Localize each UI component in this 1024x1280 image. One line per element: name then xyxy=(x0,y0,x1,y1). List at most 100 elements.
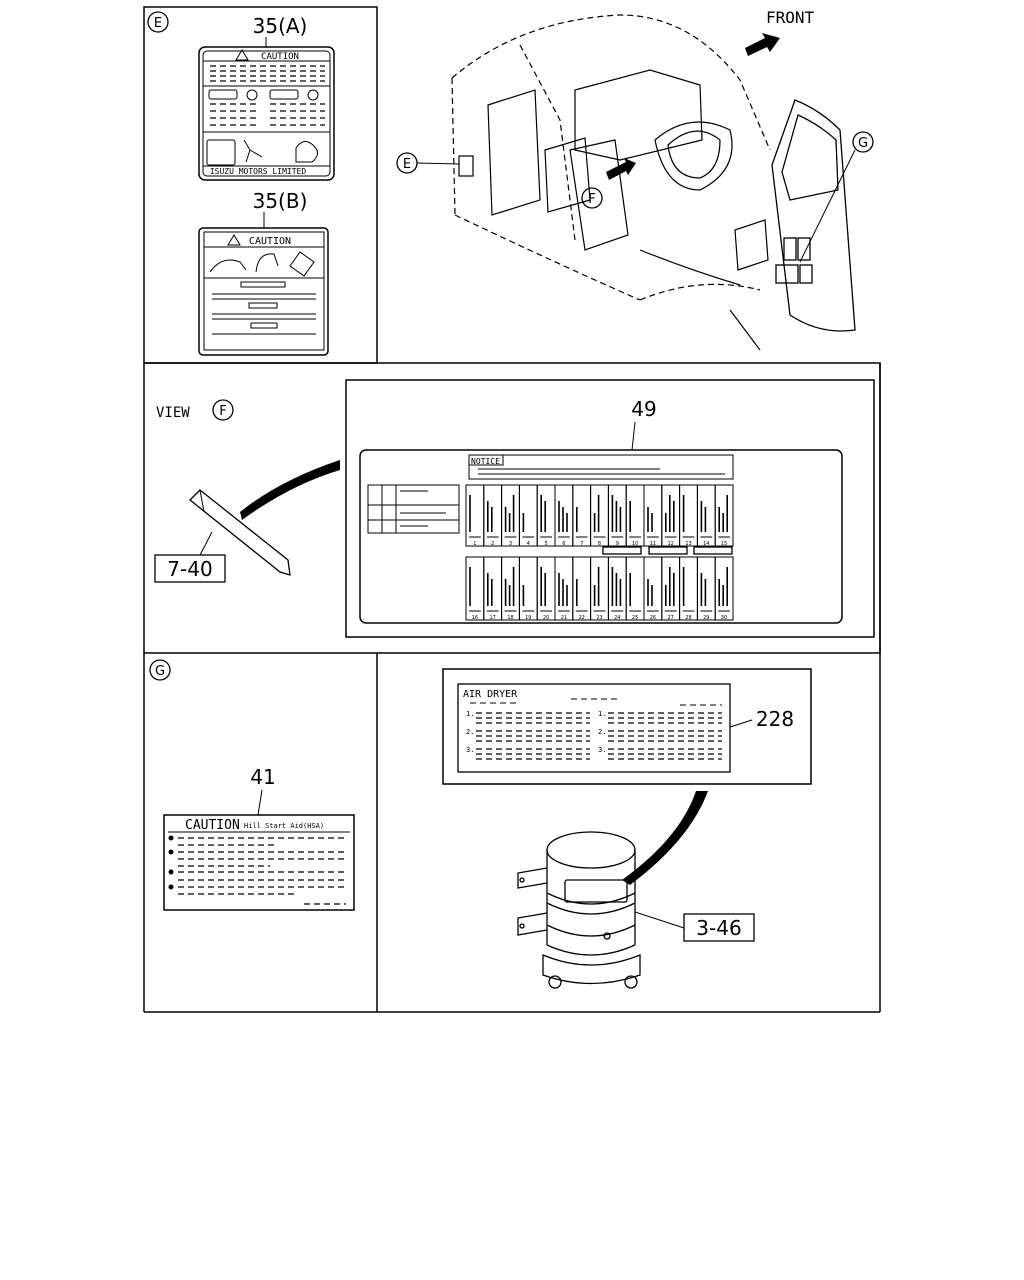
view-arrow-icon xyxy=(606,158,636,180)
label-49: 49 xyxy=(631,397,656,421)
fuse-slot: 8 xyxy=(590,484,609,547)
panel-g: G 41 CAUTION Hill Start Aid(HSA) xyxy=(149,659,355,911)
air-item-l2: 2. xyxy=(466,728,474,736)
front-label: FRONT xyxy=(766,8,815,27)
maker-text: ISUZU MOTORS LIMITED xyxy=(210,167,307,176)
fuse-number: 20 xyxy=(543,615,549,621)
fuse-number: 14 xyxy=(703,541,709,547)
fuse-number: 5 xyxy=(545,541,548,547)
marker-e: E xyxy=(403,157,411,172)
panel-g-marker: G xyxy=(155,664,165,679)
caution-a-text: CAUTION xyxy=(261,52,299,62)
fuse-slot: 30 xyxy=(714,556,734,621)
fuse-slot: 6 xyxy=(554,484,574,547)
warning-triangle-icon xyxy=(235,49,249,61)
cab-overview: FRONT xyxy=(396,8,874,351)
fuse-number: 28 xyxy=(685,615,691,621)
fuse-slot: 14 xyxy=(696,484,716,547)
air-dryer-label xyxy=(457,683,731,773)
fuse-number: 21 xyxy=(561,615,567,621)
fuse-slot: 19 xyxy=(518,556,538,621)
air-item-l1: 1. xyxy=(466,710,474,718)
caution-label-35a: CAUTION xyxy=(198,46,335,181)
part-label-7-40: 7-40 xyxy=(167,557,212,581)
fuse-number: 22 xyxy=(579,615,585,621)
marker-g: G xyxy=(858,136,868,151)
front-arrow-icon xyxy=(745,33,780,56)
pictogram-icon xyxy=(209,259,247,273)
fuse-slot: 16 xyxy=(465,556,485,621)
fuse-slot: 5 xyxy=(536,484,556,547)
pictogram-icon xyxy=(246,89,258,101)
panel-e-marker: E xyxy=(154,16,162,31)
fuse-number: 3 xyxy=(509,541,512,547)
fuse-slot: 29 xyxy=(696,556,716,621)
fuse-number: 6 xyxy=(562,541,565,547)
fuse-slot: 10 xyxy=(625,484,645,547)
label-228: 228 xyxy=(756,707,794,731)
fuse-row-bottom: 16 17 18 19 20 21 22 23 24 25 26 27 28 29 30 xyxy=(465,556,734,621)
fuse-slot: 21 xyxy=(554,556,574,621)
fuse-slot: 26 xyxy=(643,556,663,621)
fuse-number: 13 xyxy=(685,541,691,547)
fuse-slot: 24 xyxy=(607,556,627,621)
fuse-number: 17 xyxy=(490,615,496,621)
fuse-slot: 7 xyxy=(572,484,592,547)
air-dryer-title: AIR DRYER xyxy=(463,689,518,700)
hsa-caution-suffix: Hill Start Aid(HSA) xyxy=(244,822,324,830)
fuse-number: 26 xyxy=(650,615,656,621)
pictogram-icon xyxy=(243,139,263,163)
fuse-slot: 12 xyxy=(661,484,681,547)
marker-f: F xyxy=(588,192,595,207)
fuse-number: 4 xyxy=(527,541,530,547)
fuse-number: 24 xyxy=(614,615,620,621)
view-label: VIEW xyxy=(156,405,190,421)
air-dryer-cylinder xyxy=(517,831,641,989)
frame xyxy=(143,6,881,1013)
air-item-l3: 3. xyxy=(466,746,474,754)
panel-e: E 35(A) CAUTION xyxy=(147,11,335,356)
fuse-number: 10 xyxy=(632,541,638,547)
fuse-number: 30 xyxy=(721,615,727,621)
fuse-slot: 3 xyxy=(501,484,520,547)
fuse-number: 18 xyxy=(507,615,513,621)
air-item-r2: 2. xyxy=(598,728,606,736)
fuse-slot: 28 xyxy=(679,556,698,621)
fuse-number: 25 xyxy=(632,615,638,621)
label-35b: 35(B) xyxy=(253,189,308,213)
hsa-caution-text: CAUTION xyxy=(185,818,240,833)
trim-panel-shape xyxy=(189,489,291,576)
fuse-number: 23 xyxy=(596,615,602,621)
fuse-slot: 11 xyxy=(643,484,663,547)
fuse-slot: 2 xyxy=(483,484,503,547)
fuse-slot: 18 xyxy=(501,556,520,621)
panel-air-dryer: AIR DRYER 1. 2. 3. 1. 2. 3. xyxy=(442,668,812,989)
fuse-slot: 1 xyxy=(465,484,485,547)
fuse-number: 16 xyxy=(472,615,478,621)
fuse-slot: 25 xyxy=(625,556,645,621)
part-label-3-46: 3-46 xyxy=(696,916,741,940)
warning-triangle-icon xyxy=(227,234,241,246)
fuse-slot: 13 xyxy=(679,484,698,547)
fuse-slot: 9 xyxy=(607,484,627,547)
fuse-number: 1 xyxy=(473,541,476,547)
fuse-slot: 22 xyxy=(572,556,592,621)
fuse-number: 19 xyxy=(525,615,531,621)
pictogram-icon xyxy=(295,141,318,163)
fuse-slot: 15 xyxy=(714,484,734,547)
notice-text: NOTICE xyxy=(471,457,500,466)
fuse-slot: 20 xyxy=(536,556,556,621)
fuse-number: 29 xyxy=(703,615,709,621)
fuse-number: 27 xyxy=(668,615,674,621)
fuse-number: 8 xyxy=(598,541,601,547)
fuse-slot: 27 xyxy=(661,556,681,621)
hsa-caution-label xyxy=(163,814,355,911)
label-35a: 35(A) xyxy=(253,14,308,38)
pictogram-icon xyxy=(289,251,315,277)
pictogram-icon xyxy=(255,253,279,273)
fuse-number: 7 xyxy=(580,541,583,547)
fuse-number: 11 xyxy=(650,541,656,547)
